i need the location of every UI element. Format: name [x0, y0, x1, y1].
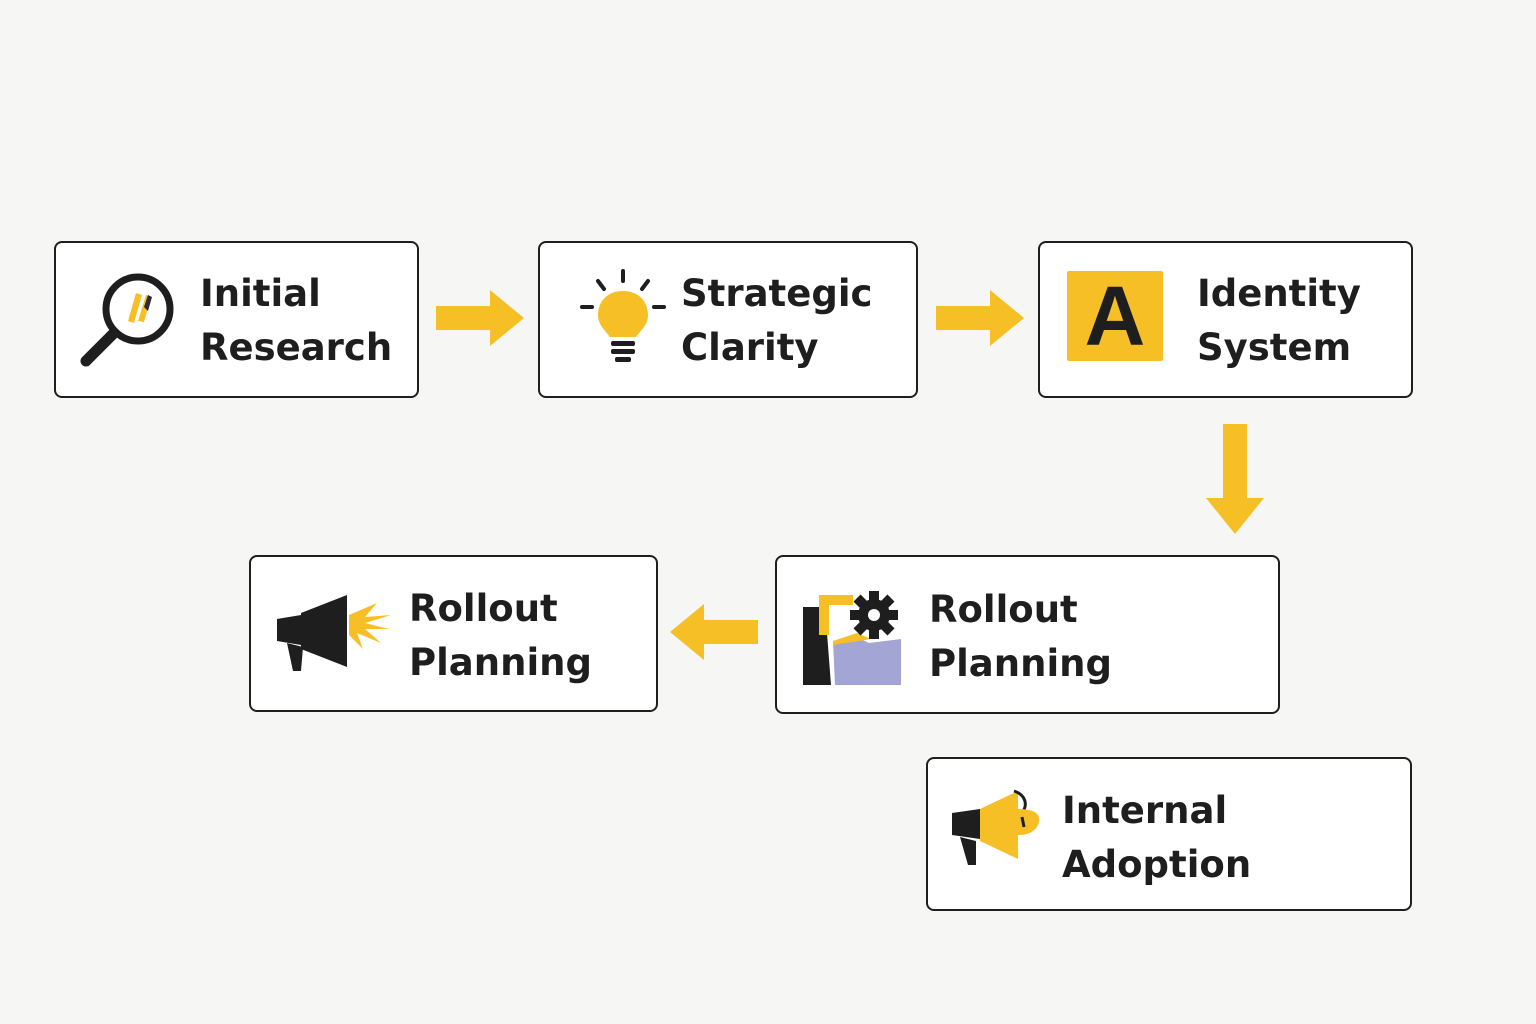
arrow-right [936, 290, 1024, 346]
lightbulb-icon [580, 269, 666, 362]
megaphone-yellow-icon [952, 789, 1040, 865]
step-strategic-clarity: Strategic Clarity [538, 241, 918, 398]
step-label: Internal Adoption [1062, 789, 1252, 886]
arrow-down [1206, 424, 1264, 534]
arrow-left [670, 604, 758, 660]
step-rollout-planning-megaphone: Rollout Planning [249, 555, 658, 712]
step-rollout-planning-gear: Rollout Planning [775, 555, 1280, 714]
folder-gear-icon [803, 591, 901, 685]
step-label: Rollout Planning [409, 587, 592, 684]
arrow-right [436, 290, 524, 346]
step-internal-adoption: Internal Adoption [926, 757, 1412, 911]
magnifying-glass-icon [80, 273, 174, 367]
megaphone-icon [277, 595, 391, 671]
step-label: Identity System [1197, 272, 1361, 369]
step-initial-research: Initial Research [54, 241, 419, 398]
step-label: Strategic Clarity [681, 272, 873, 369]
letter-a-icon: A [1067, 271, 1163, 361]
step-label: Initial Research [200, 272, 393, 369]
step-identity-system: A Identity System [1038, 241, 1413, 398]
step-label: Rollout Planning [929, 588, 1112, 685]
